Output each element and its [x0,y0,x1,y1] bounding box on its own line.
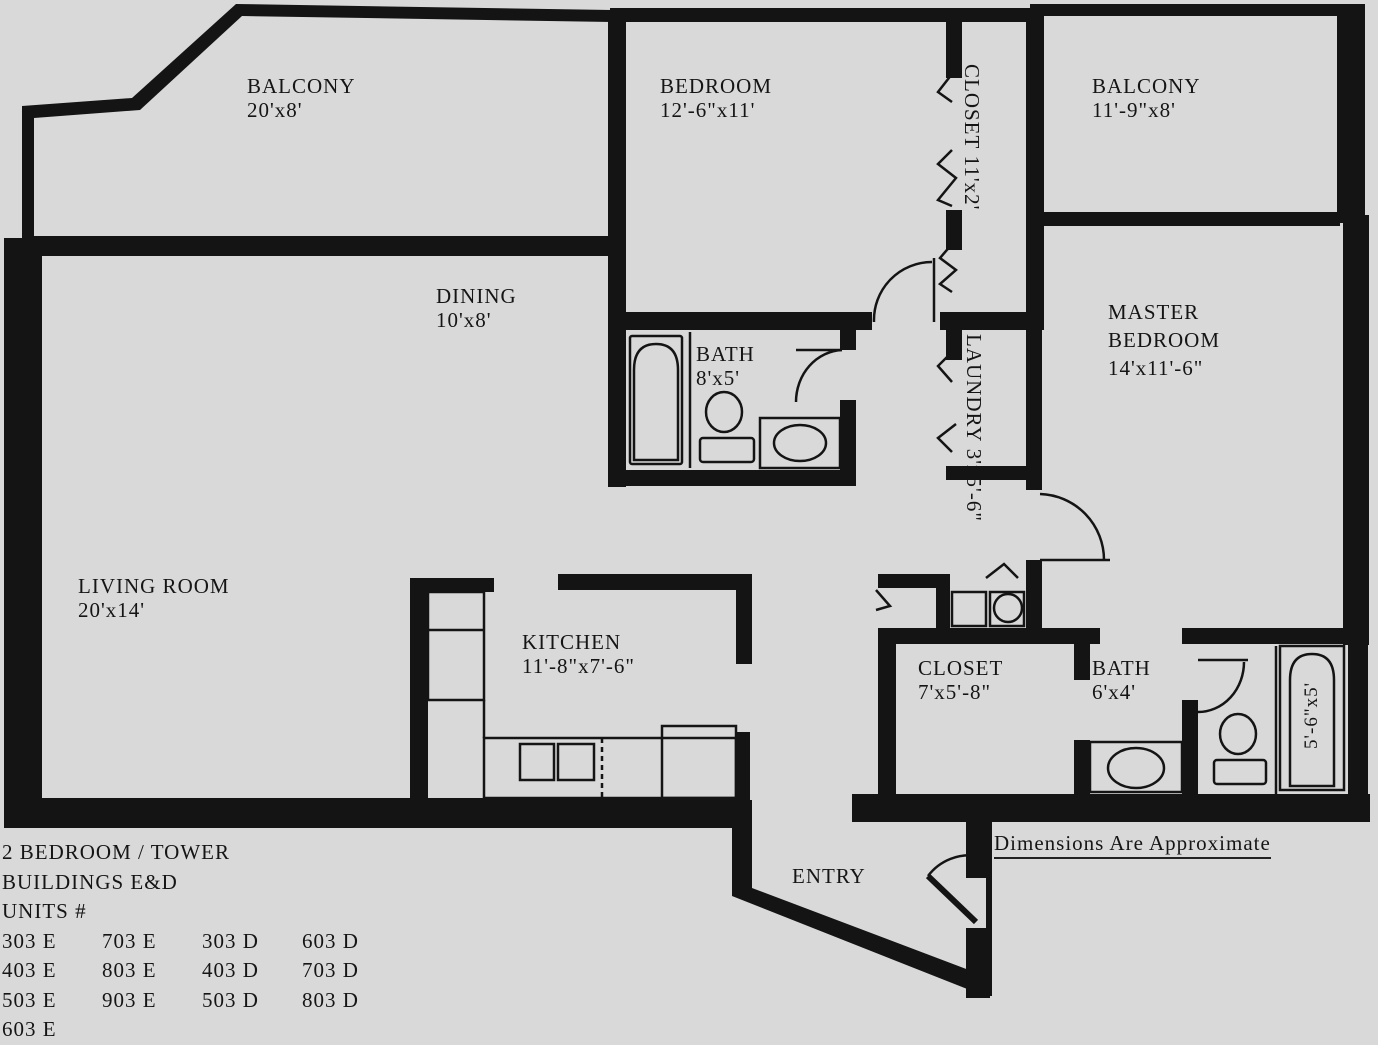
bottom-wall-left [4,798,750,828]
toilet-icon [704,390,744,434]
balcony-slider-wall [22,236,612,256]
closet-divider [1074,640,1090,680]
buildings: BUILDINGS E&D [2,869,178,894]
master-bath-door-arc [1197,661,1246,714]
balcony-right-wall [1337,8,1365,223]
kitchen-left-wall [410,578,428,800]
closet-cluster-top-2 [1026,560,1042,630]
closet-mid-top [878,628,1100,644]
kitchen-sink-icon [518,742,556,782]
bathtub-icon [628,334,684,466]
bath-small-label: BATH 8'x5' [696,342,755,390]
bath-bottom-wall [608,470,856,486]
master-sink-icon [1088,740,1184,794]
closet-mid-left [878,628,896,798]
unit-info: 2 BEDROOM / TOWER BUILDINGS E&D UNITS # … [2,838,402,1045]
walls [4,4,1370,998]
units-row: 603 E [2,1017,57,1041]
left-exterior-wall [4,238,42,828]
disclaimer-text: Dimensions Are Approximate [994,831,1271,859]
sink-icon [758,416,842,470]
balcony-right-label: BALCONY 11'-9"x8' [1092,74,1201,122]
entry-door [925,873,979,925]
balcony-left-label: BALCONY 20'x8' [247,74,356,122]
closet-bifold-3 [937,243,958,294]
kitchen-right-wall [736,574,752,664]
kitchen-top-right [558,574,752,590]
bath-left-wall [608,312,626,487]
stove-icon [660,724,738,800]
closet-bifold-1 [936,73,953,104]
kitchen-top-left [410,578,494,592]
closet-cluster-shelf [936,574,950,634]
master-door-arc [1039,492,1106,561]
master-tub-label: 5'-6"x5' [1301,682,1322,749]
master-toilet-icon [1218,712,1258,756]
washer-icon [950,590,988,628]
right-lower-wall [1348,640,1368,800]
top-wall-center [610,8,1040,22]
closet-top-label: CLOSET 11'x2' [960,64,984,211]
living-room-label: LIVING ROOM 20'x14' [78,574,230,622]
bath-right-wall [840,400,856,486]
laundry-right-wall [1026,320,1042,490]
bath-right-stub [840,330,856,350]
bath-door-arc [794,348,843,403]
dining-label: DINING 10'x8' [436,284,517,332]
bedroom-left-wall [608,10,626,315]
right-exterior-wall [1343,215,1369,645]
entry-label: ENTRY [792,864,866,888]
closet-left-wall-2 [946,210,962,250]
master-bath-top [1182,628,1369,644]
bottom-wall-right [852,794,1370,822]
entry-right-strip [986,816,992,996]
fixtures [180,73,1346,925]
kitchen-counter-end [736,732,750,802]
top-wall-right [1030,4,1365,16]
master-bath-label: BATH 6'x4' [1092,656,1151,704]
master-bath-left [1182,700,1198,796]
laundry-bifold-2 [936,423,957,453]
entry-door-arc [927,854,979,877]
closet-right-wall [1026,10,1044,320]
master-tub-icon [1278,644,1346,792]
dryer-icon [988,590,1026,628]
entry-left-wall [732,800,990,998]
kitchen-counter-bottom [482,736,738,800]
laundry-bifold [936,347,957,383]
closet-left-wall [946,18,962,78]
laundry-label: LAUNDRY 3'x5'-6" [962,334,986,522]
right-balcony-slider [1040,212,1340,226]
units-heading: UNITS # [2,899,87,923]
closet-cluster-top [878,574,938,588]
closet-bottom-wall [940,312,1044,330]
kitchen-counter-left [426,590,486,702]
bedroom-label: BEDROOM 12'-6"x11' [660,74,773,122]
master-bedroom-label: MASTER BEDROOM 14'x11'-6" [1108,300,1221,380]
closet-mid-label: CLOSET 7'x5'-8" [918,656,1004,704]
closet-divider-2 [1074,740,1090,796]
kitchen-label: KITCHEN 11'-8"x7'-6" [522,630,635,678]
bedroom-door-arc [872,260,933,323]
bath-top-wall [608,312,872,330]
laundry-bottom-wall [946,466,1042,480]
plan-type: 2 BEDROOM / TOWER [2,840,230,864]
closet-bifold-2 [935,149,958,208]
